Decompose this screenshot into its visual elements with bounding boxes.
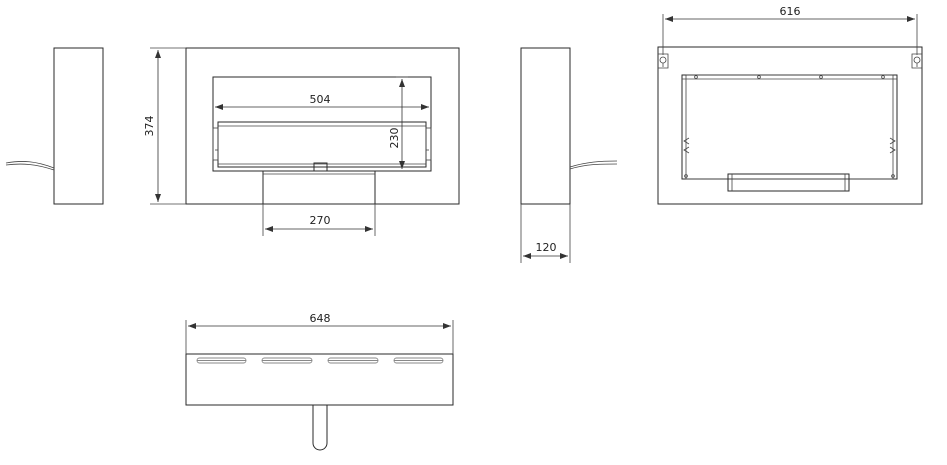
dim-label-616: 616 [780, 5, 801, 18]
dim-label-648: 648 [310, 312, 331, 325]
dim-label-504: 504 [310, 93, 331, 106]
left-side-view [5, 47, 104, 205]
top-view [185, 320, 454, 451]
dim-label-270: 270 [310, 214, 331, 227]
front-view [150, 47, 460, 236]
right-side-view [520, 47, 618, 263]
dim-label-120: 120 [536, 241, 557, 254]
dim-label-374: 374 [143, 116, 156, 137]
back-view [657, 14, 923, 205]
dim-label-230: 230 [388, 128, 401, 149]
